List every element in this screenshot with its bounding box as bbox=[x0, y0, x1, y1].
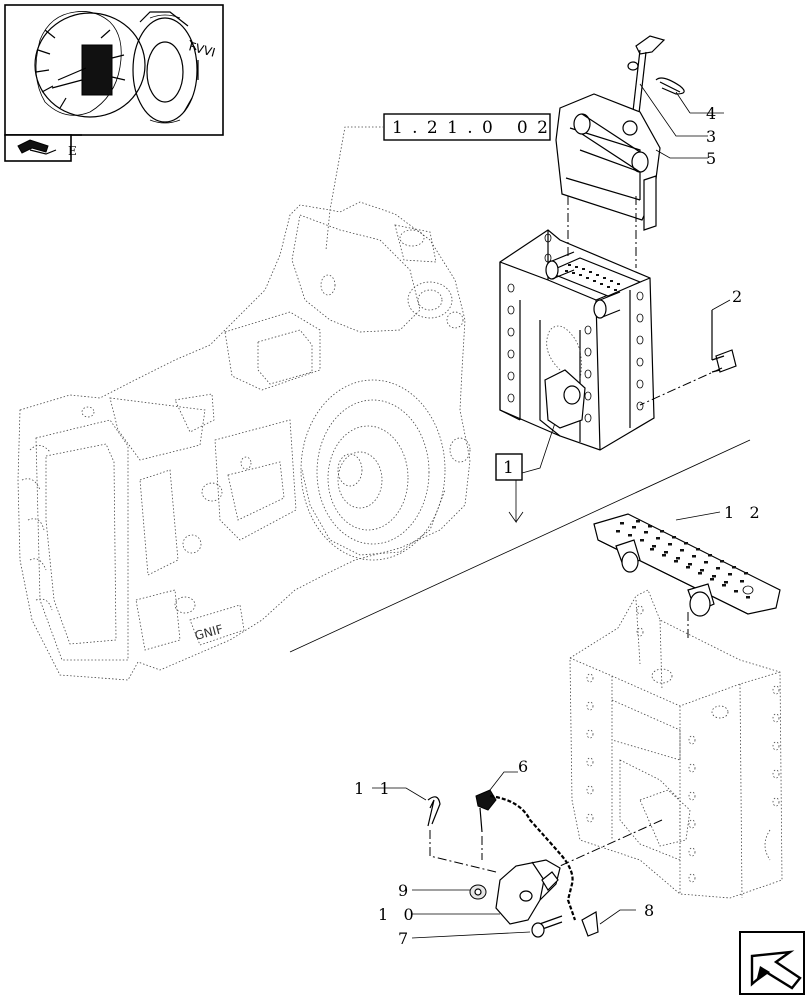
washer[interactable] bbox=[469, 884, 487, 900]
manual-book-icon[interactable] bbox=[17, 139, 57, 155]
hitch-hook[interactable] bbox=[495, 859, 561, 925]
hook-pin[interactable] bbox=[531, 915, 563, 938]
reference-box-text: 1.21.0 02 bbox=[392, 118, 557, 138]
callout-2: 2 bbox=[732, 287, 747, 306]
group-box[interactable]: 1 bbox=[495, 453, 523, 481]
transmission-housing: GNIF bbox=[17, 201, 471, 681]
svg-text:GNIF: GNIF bbox=[193, 622, 224, 643]
bolt[interactable] bbox=[711, 310, 737, 373]
callout-3: 3 bbox=[706, 127, 721, 146]
callout-4: 4 bbox=[706, 104, 721, 123]
callout-9: 9 bbox=[398, 881, 413, 900]
thumbnail-label: E bbox=[68, 144, 77, 158]
next-page-arrow-icon[interactable] bbox=[739, 931, 805, 995]
thumbnail-panel[interactable]: FVVI E bbox=[4, 4, 224, 162]
slider-plate[interactable] bbox=[555, 93, 661, 231]
callout-10: 1 0 bbox=[378, 905, 419, 924]
spring-clip[interactable] bbox=[655, 77, 685, 95]
callout-11: 1 1 bbox=[354, 779, 395, 798]
group-box-text: 1 bbox=[503, 458, 523, 478]
perforated-plate[interactable] bbox=[593, 513, 781, 617]
tractor-wheel-thumbnail-icon: FVVI bbox=[34, 11, 217, 124]
reference-box[interactable]: 1.21.0 02 bbox=[383, 113, 557, 141]
hitch-frame-assembly[interactable] bbox=[499, 229, 655, 451]
svg-text:FVVI: FVVI bbox=[187, 39, 217, 59]
callout-7: 7 bbox=[398, 929, 413, 948]
phantom-hitch-frame bbox=[569, 589, 783, 899]
cotter-pin[interactable] bbox=[427, 796, 441, 827]
callout-12: 1 2 bbox=[724, 503, 765, 522]
callout-6: 6 bbox=[518, 757, 533, 776]
callout-5: 5 bbox=[706, 149, 721, 168]
safety-chain[interactable] bbox=[475, 789, 599, 937]
callout-8: 8 bbox=[644, 901, 659, 920]
